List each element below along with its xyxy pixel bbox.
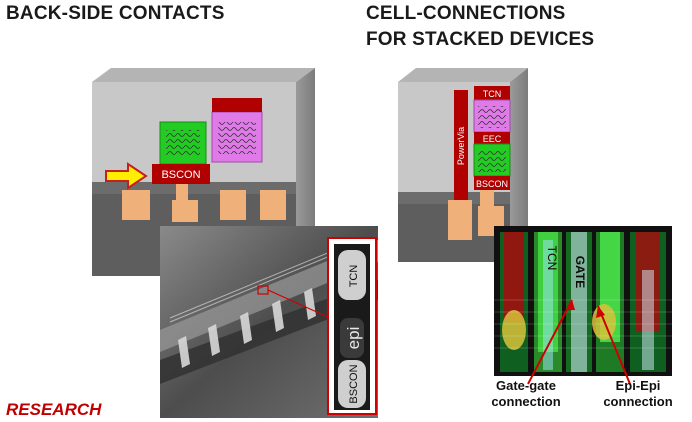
title-stacked-devices: FOR STACKED DEVICES	[366, 29, 595, 50]
bscon-label-right: BSCON	[476, 179, 508, 189]
caption-epi-epi: Epi-Epi connection	[596, 378, 680, 410]
eds-image-right: TCN GATE	[494, 226, 672, 385]
right-block: PowerVia TCN EEC BSCON	[398, 68, 528, 262]
caption-gate-gate-line2: connection	[491, 394, 561, 409]
epi-label: epi	[344, 327, 363, 350]
gate-label: GATE	[573, 256, 587, 288]
bscon-bar	[152, 164, 210, 184]
eec-bar	[474, 132, 510, 144]
caption-epi-epi-line2: connection	[603, 394, 673, 409]
sem-image-left: TCN epi BSCON	[160, 226, 378, 418]
contact-3	[220, 190, 246, 220]
title-cell-connections: CELL-CONNECTIONS	[366, 3, 566, 24]
red-contact-top	[212, 98, 262, 112]
contact-4	[260, 190, 286, 220]
tcn-eds-label: TCN	[545, 246, 559, 271]
eec-label: EEC	[483, 134, 502, 144]
research-label: RESEARCH	[6, 400, 102, 419]
tcn-label: TCN	[483, 89, 502, 99]
gate-gate-arrow	[527, 299, 573, 385]
powervia-bar	[454, 90, 468, 202]
contact-1	[122, 190, 150, 220]
bscon-bar-right	[474, 176, 510, 190]
bscon-label: BSCON	[161, 169, 200, 181]
bscon-sem-label: BSCON	[348, 364, 360, 403]
tcn-bar	[474, 86, 510, 100]
tcn-sem-label: TCN	[348, 265, 360, 288]
yellow-arrow-icon	[105, 162, 148, 190]
title-back-side-contacts: BACK-SIDE CONTACTS	[6, 3, 225, 24]
powervia-label: PowerVia	[456, 127, 466, 165]
epi-epi-arrow	[597, 305, 631, 385]
caption-epi-epi-line1: Epi-Epi	[615, 378, 661, 393]
caption-gate-gate-line1: Gate-gate	[496, 378, 556, 393]
caption-gate-gate: Gate-gate connection	[478, 378, 574, 410]
contact-2	[172, 200, 198, 222]
